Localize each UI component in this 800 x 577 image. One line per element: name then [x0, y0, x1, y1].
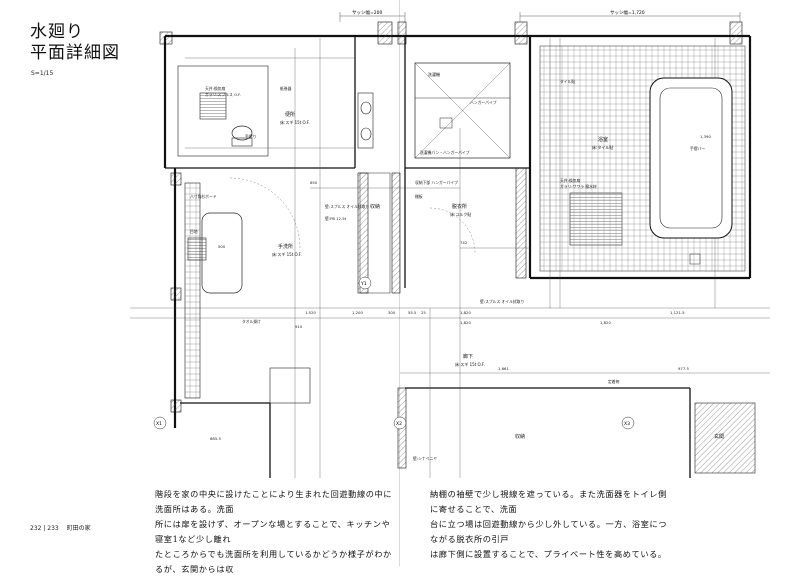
dim-1: 1,520	[305, 310, 316, 315]
storage-cabinet	[359, 172, 391, 294]
note-paper: 紙巻器	[280, 86, 292, 91]
caption-right-line-2: 台に立つ場は回遊動線から少し外している。一方、浴室につながる脱衣所の引戸	[430, 519, 668, 544]
scale-label: S=1/15	[31, 70, 54, 77]
dim-13: 500	[218, 244, 226, 249]
caption-left-line-1: 階段を家の中央に設けたことにより生まれた回遊動線の中に洗面所はある。洗面	[155, 489, 393, 514]
label-toilet: 便所	[285, 111, 295, 118]
label-entrance: 玄関	[714, 433, 724, 440]
note-wall-spruce-2: 壁:スプルス オイル拭取り	[480, 299, 524, 304]
toilet-bowl	[231, 125, 253, 141]
entrance-floor	[694, 402, 756, 474]
dim-7: 1,661	[498, 366, 509, 371]
label-washroom: 手洗所	[278, 243, 293, 250]
label-storage-2: 収納	[515, 433, 525, 440]
note-wall-pb: 壁:PB 12.5t	[325, 216, 347, 221]
bathtub	[649, 77, 733, 239]
note-shelf: 収納下部 ハンガーパイプ	[415, 180, 458, 185]
label-toilet-floor: 床:スギ 15t O.F.	[280, 119, 310, 125]
note-wall-spruce: 壁:スプルス オイル拭取り	[325, 204, 369, 209]
label-bath: 浴室	[598, 136, 608, 143]
title-line-2: 平面詳細図	[30, 43, 120, 63]
caption-left-page: 階段を家の中央に設けたことにより生まれた回遊動線の中に洗面所はある。洗面 所には…	[155, 487, 395, 577]
dim-4: 25	[421, 310, 426, 315]
dim-12: 1,390	[700, 134, 711, 139]
dim-17: 1,820	[600, 320, 611, 325]
dim-sash-2: サッシ幅=1,720	[610, 9, 645, 16]
dim-5: 1,820	[460, 310, 471, 315]
note-hanger-2: 洗濯機パン・ハンガーパイプ	[420, 150, 470, 155]
note-tile: タイル貼	[560, 79, 575, 84]
note-ceiling-fan: 天井:換気扇	[560, 178, 580, 183]
note-towel: タオル掛け	[242, 319, 261, 324]
wash-counter-tiles	[184, 182, 201, 399]
label-storage: 収納	[370, 203, 380, 210]
dim-3: 55.5	[408, 310, 417, 315]
toilet-vent-grille	[199, 92, 227, 120]
label-dressing-floor: 床:コルク貼	[450, 211, 471, 217]
caption-left-line-2: 所には扉を設けず、オープンな場とすることで、キッチンや寝室1など少し離れ	[155, 519, 391, 544]
note-handrail: 手摺り	[245, 134, 256, 139]
note-wall-plaster: 壁:シナベニヤ	[413, 456, 437, 461]
dim-15: 1,200	[352, 310, 363, 315]
label-bath-floor: 床:タイル貼	[592, 144, 613, 150]
title-line-1: 水廻り	[30, 22, 84, 42]
toilet-room-outline	[177, 65, 269, 157]
dim-10: 650	[310, 180, 318, 185]
note-handbar: 手摺バー	[690, 146, 705, 151]
label-washroom-floor: 床:スギ 15t O.F.	[272, 251, 302, 257]
grid-x2: X2	[396, 421, 402, 427]
label-corridor-floor: 床:スギ 15t O.F.	[455, 361, 485, 367]
note-fan: 天井:換気扇	[205, 86, 225, 91]
page-folio: 232 | 233 町田の家	[30, 523, 97, 532]
grid-y1: Y1	[360, 281, 367, 287]
grid-x1: X1	[156, 421, 162, 427]
floor-plan-drawing: サッシ幅=200 サッシ幅=1,720	[130, 9, 770, 478]
label-corridor: 廊下	[463, 353, 473, 360]
dim-9: 742	[460, 240, 468, 245]
note-grating: 目地	[190, 229, 198, 234]
laundry-machine	[414, 62, 511, 159]
dim-11: 910	[295, 324, 303, 329]
dim-2: 300	[388, 310, 396, 315]
dim-14: 685.5	[210, 436, 221, 441]
hand-wash-counter	[357, 92, 374, 149]
wash-basin	[201, 212, 243, 294]
note-board: 八寸角杉ボード	[190, 194, 217, 199]
note-hanger: ハンガーパイプ	[470, 100, 497, 105]
house-name: 町田の家	[66, 525, 91, 532]
note-ceiling-detail: ガラリ:サワラ 撥水材	[560, 184, 597, 189]
caption-left-line-3: たところからでも洗面所を利用しているかどうか様子がわかるが、玄関からは収	[155, 549, 392, 574]
caption-right-page: 納棚の袖壁で少し視線を遮っている。また洗面器をトイレ側に寄せることで、洗面 台に…	[430, 487, 670, 562]
note-shelf-board: 棚板	[415, 194, 423, 199]
note-wall-finish: 定着剤	[608, 379, 620, 384]
caption-right-line-3: は廊下側に設置することで、プライベート性を高めている。	[430, 549, 667, 559]
label-laundry: 洗濯機	[428, 71, 440, 77]
page-numbers: 232 | 233	[30, 525, 59, 532]
note-fan-detail: ガラリ:スプルス O.F.	[205, 92, 241, 97]
caption-right-line-1: 納棚の袖壁で少し視線を遮っている。また洗面器をトイレ側に寄せることで、洗面	[430, 489, 667, 514]
page-title: 水廻り 平面詳細図	[30, 22, 120, 64]
dim-8: 977.5	[678, 366, 689, 371]
dim-6: 1,121.5	[670, 310, 685, 315]
label-dressing: 脱衣所	[452, 203, 467, 210]
dim-sash-1: サッシ幅=200	[352, 9, 382, 16]
dim-16: 1,820	[460, 320, 471, 325]
grid-x3: X3	[624, 421, 630, 427]
